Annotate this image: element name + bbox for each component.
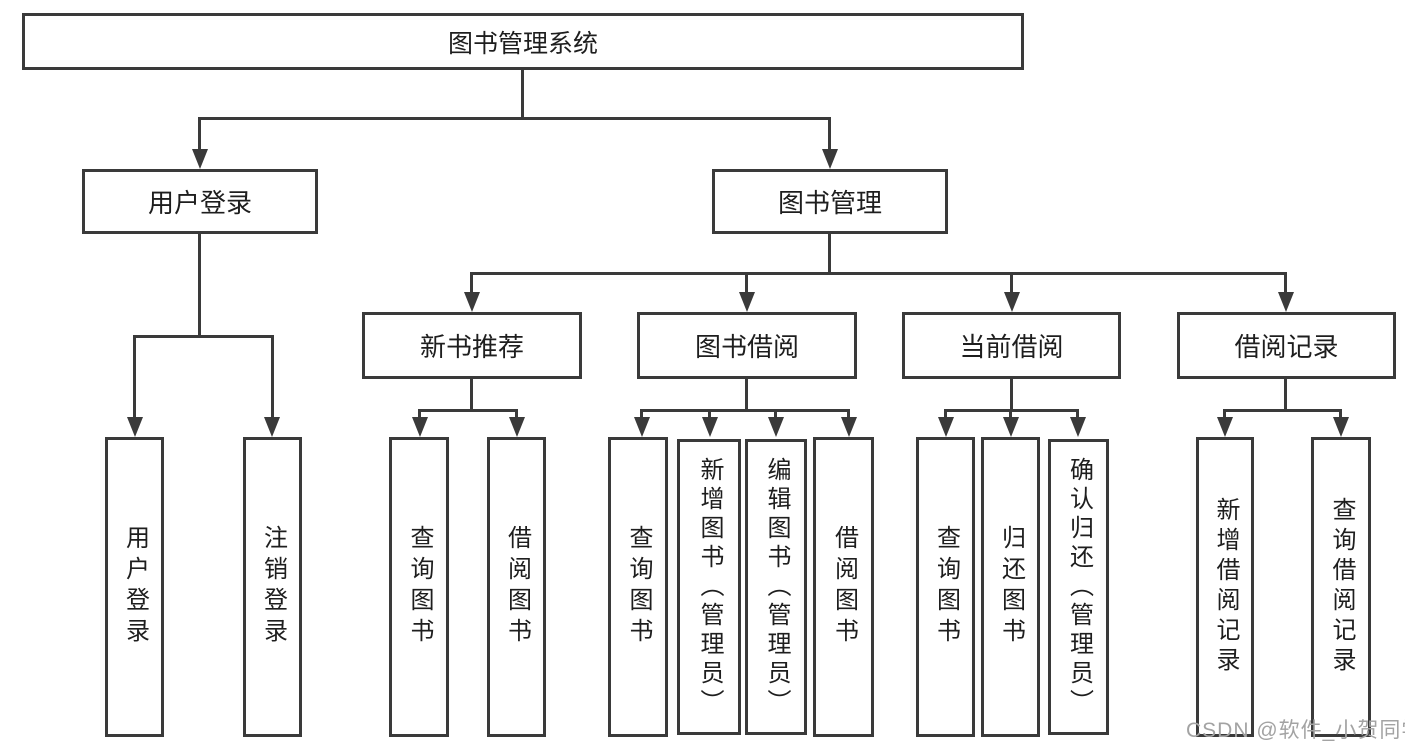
- arrow-down-icon: [464, 292, 480, 312]
- connector-userlogin-horizontal: [133, 335, 274, 338]
- node-label: 编辑图书（管理员）: [763, 456, 790, 718]
- connector-stub-user-login: [198, 117, 201, 151]
- arrow-down-icon: [634, 417, 650, 437]
- connector-borrowing-horizontal: [640, 409, 850, 412]
- leaf-add-borrow-record: 新增借阅记录: [1196, 437, 1254, 737]
- connector-bookmgmt-horizontal: [470, 272, 1287, 275]
- node-label: 归还图书: [997, 525, 1025, 649]
- node-label: 当前借阅: [959, 332, 1064, 362]
- connector-stub-leaf: [847, 409, 850, 419]
- arrow-down-icon: [412, 417, 428, 437]
- connector-bookmgmt-vertical: [828, 234, 831, 272]
- node-user-login-branch: 用户登录: [82, 169, 318, 234]
- connector-root-horizontal: [198, 117, 831, 120]
- csdn-watermark: CSDN @软件_小贺同学: [1186, 719, 1405, 742]
- connector-root-vertical: [521, 69, 524, 118]
- leaf-query-borrow-record: 查询借阅记录: [1311, 437, 1371, 737]
- arrow-down-icon: [1333, 417, 1349, 437]
- connector-stub-leaf: [640, 409, 643, 419]
- node-label: 新增借阅记录: [1212, 497, 1239, 677]
- arrow-down-icon: [938, 417, 954, 437]
- node-new-book-recommendation: 新书推荐: [362, 312, 582, 379]
- node-label: 查询图书: [932, 525, 960, 649]
- arrow-down-icon: [768, 417, 784, 437]
- node-label: 注销登录: [259, 525, 287, 649]
- arrow-down-icon: [822, 149, 838, 169]
- node-label: 用户登录: [147, 188, 252, 218]
- node-book-management-branch: 图书管理: [712, 169, 948, 234]
- connector-stub-leaf: [774, 409, 777, 419]
- connector-stub-level3: [745, 272, 748, 292]
- connector-stub-leaf: [1076, 409, 1079, 419]
- arrow-down-icon: [1070, 417, 1086, 437]
- arrow-down-icon: [509, 417, 525, 437]
- node-label: 确认归还（管理员）: [1065, 456, 1093, 718]
- arrow-down-icon: [1217, 417, 1233, 437]
- leaf-edit-books-admin: 编辑图书（管理员）: [745, 439, 807, 735]
- node-label: 新书推荐: [419, 332, 524, 362]
- leaf-query-books-recommend: 查询图书: [389, 437, 449, 737]
- node-label: 借阅图书: [503, 525, 531, 649]
- connector-recommend-horizontal: [418, 409, 518, 412]
- connector-borrowing-vertical: [745, 379, 748, 409]
- connector-stub-leaf: [271, 335, 274, 417]
- node-label: 借阅图书: [830, 525, 858, 649]
- arrow-down-icon: [841, 417, 857, 437]
- leaf-user-login: 用户登录: [105, 437, 164, 737]
- node-label: 用户登录: [121, 525, 149, 649]
- arrow-down-icon: [1003, 417, 1019, 437]
- leaf-borrow-books: 借阅图书: [813, 437, 874, 737]
- arrow-down-icon: [192, 149, 208, 169]
- connector-stub-leaf: [1009, 409, 1012, 419]
- connector-stub-level3: [470, 272, 473, 292]
- arrow-down-icon: [127, 417, 143, 437]
- arrow-down-icon: [1004, 292, 1020, 312]
- leaf-return-books: 归还图书: [981, 437, 1040, 737]
- arrow-down-icon: [739, 292, 755, 312]
- connector-stub-level3: [1010, 272, 1013, 292]
- arrow-down-icon: [264, 417, 280, 437]
- leaf-add-books-admin: 新增图书（管理员）: [677, 439, 741, 735]
- leaf-borrow-books-recommend: 借阅图书: [487, 437, 546, 737]
- connector-stub-leaf: [133, 335, 136, 417]
- connector-stub-leaf: [1223, 409, 1226, 419]
- connector-userlogin-vertical: [198, 234, 201, 335]
- connector-records-horizontal: [1223, 409, 1342, 412]
- node-label: 查询图书: [406, 525, 433, 649]
- node-library-management-system: 图书管理系统: [22, 13, 1024, 70]
- arrow-down-icon: [1278, 292, 1294, 312]
- arrow-down-icon: [702, 417, 718, 437]
- node-label: 借阅记录: [1234, 332, 1339, 362]
- connector-stub-leaf: [944, 409, 947, 419]
- connector-stub-leaf: [1339, 409, 1342, 419]
- connector-stub-level3: [1284, 272, 1287, 292]
- connector-stub-leaf: [418, 409, 421, 419]
- leaf-query-books-current: 查询图书: [916, 437, 975, 737]
- connector-current-vertical: [1010, 379, 1013, 409]
- node-current-borrowing: 当前借阅: [902, 312, 1121, 379]
- node-book-borrowing: 图书借阅: [637, 312, 857, 379]
- connector-stub-leaf: [515, 409, 518, 419]
- connector-stub-leaf: [708, 409, 711, 419]
- node-label: 图书管理: [777, 188, 882, 218]
- leaf-query-books-borrowing: 查询图书: [608, 437, 668, 737]
- node-label: 新增图书（管理员）: [696, 456, 723, 718]
- connector-records-vertical: [1284, 379, 1287, 409]
- node-label: 图书管理系统: [447, 29, 598, 58]
- node-borrowing-records: 借阅记录: [1177, 312, 1396, 379]
- node-label: 图书借阅: [694, 332, 799, 362]
- node-label: 查询图书: [625, 525, 652, 649]
- connector-recommend-vertical: [470, 379, 473, 409]
- node-label: 查询借阅记录: [1328, 497, 1355, 677]
- leaf-confirm-return-admin: 确认归还（管理员）: [1048, 439, 1109, 735]
- connector-stub-book-management: [828, 117, 831, 151]
- leaf-logout: 注销登录: [243, 437, 302, 737]
